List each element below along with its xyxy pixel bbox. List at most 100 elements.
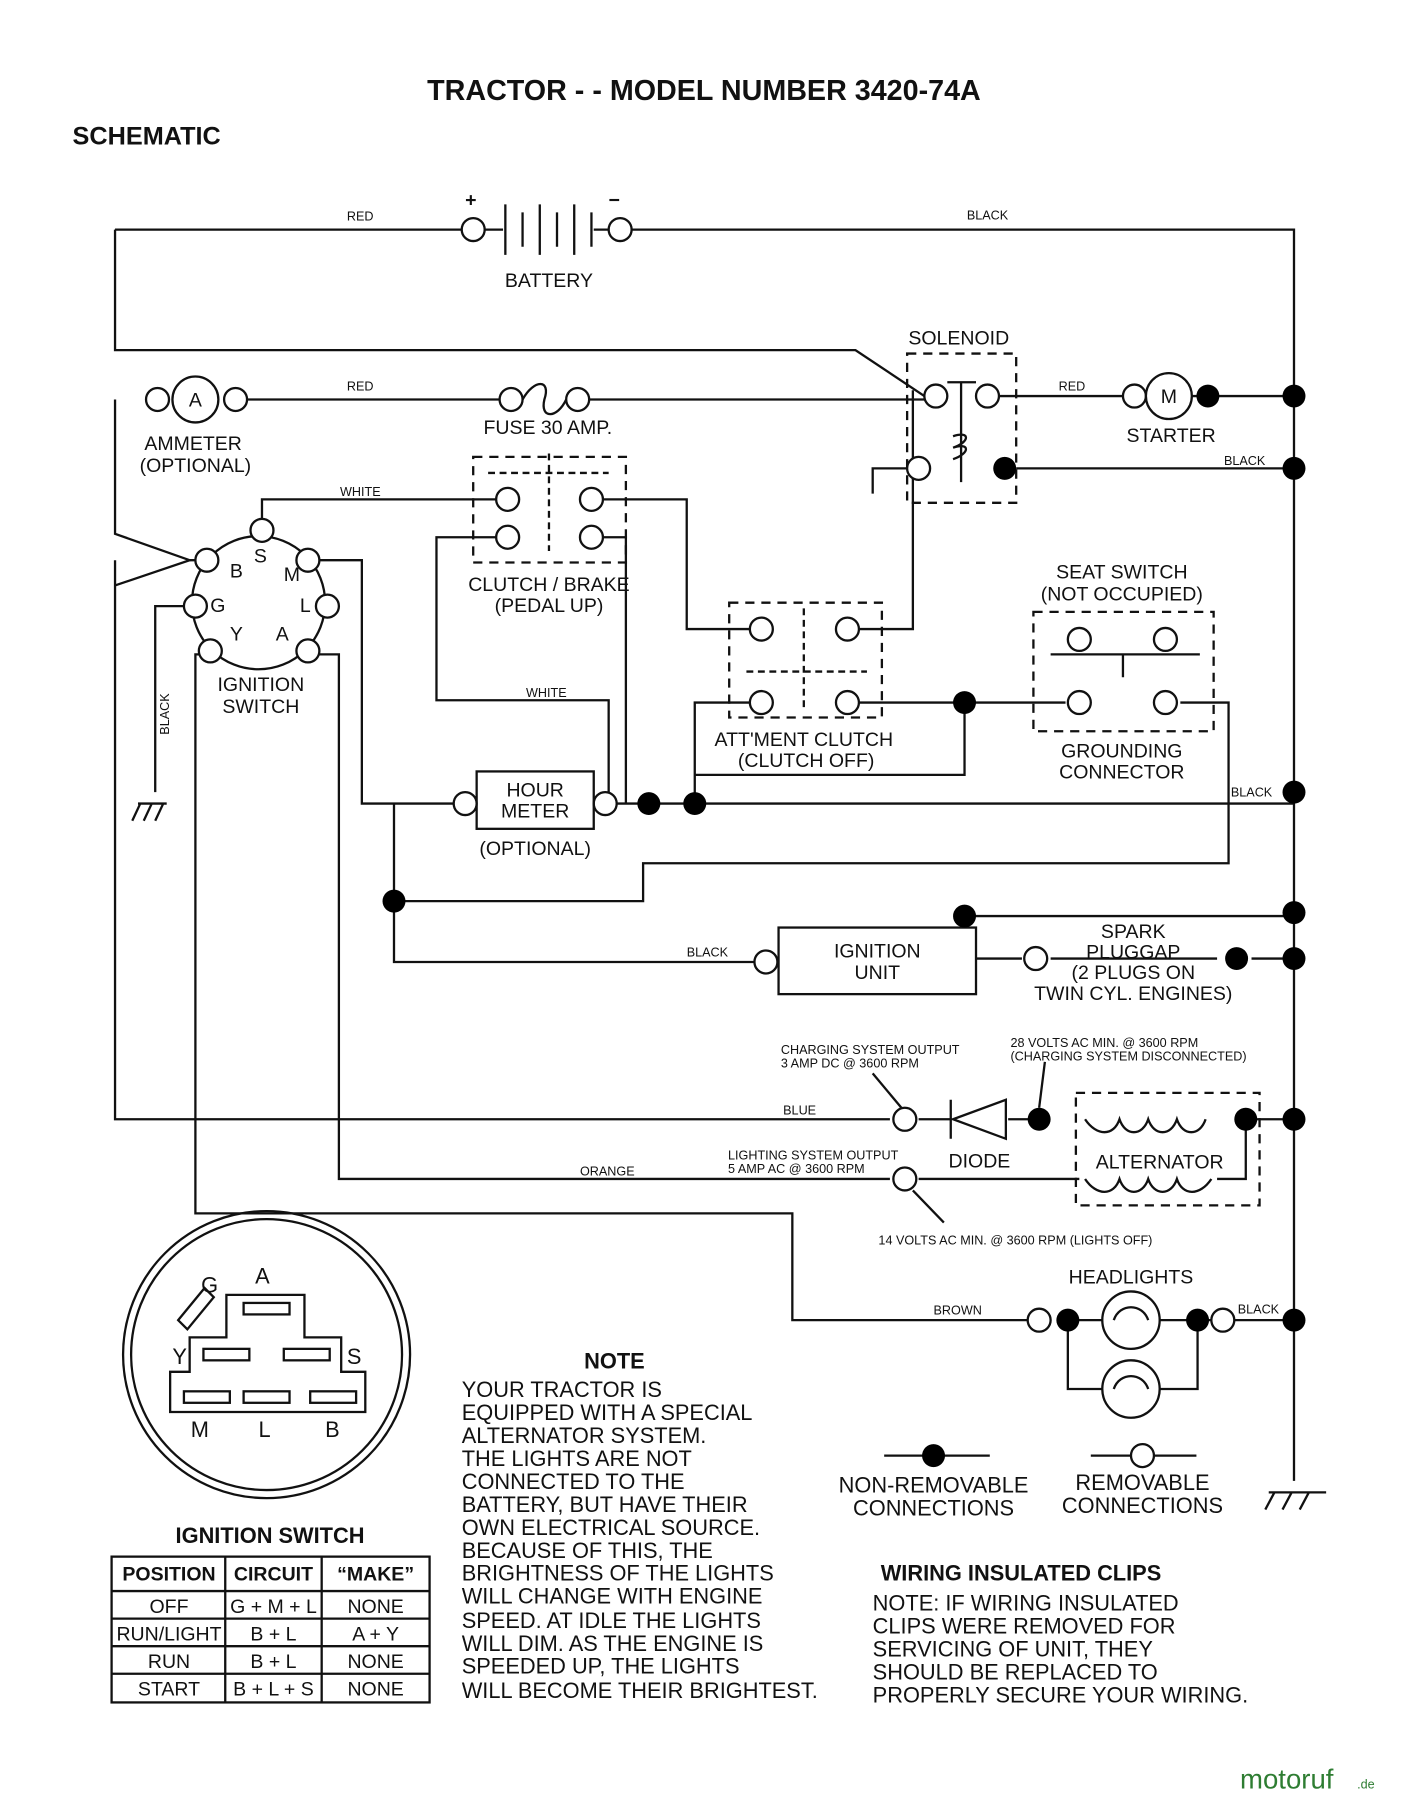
label-text: BATTERY, BUT HAVE THEIR	[462, 1492, 748, 1517]
label-text: STARTER	[1127, 425, 1216, 447]
label-text: TWIN CYL. ENGINES)	[1034, 983, 1232, 1005]
label-text: (PEDAL UP)	[495, 595, 604, 617]
clutch-brake-switch: CLUTCH / BRAKE (PEDAL UP)	[468, 453, 630, 617]
wire-label: BROWN	[934, 1303, 982, 1317]
note-block: NOTE YOUR TRACTOR IS EQUIPPED WITH A SPE…	[462, 1348, 818, 1702]
hour-meter: HOUR METER (OPTIONAL)	[452, 770, 618, 860]
label-text: M	[284, 564, 300, 586]
label-text: WILL BECOME THEIR BRIGHTEST.	[462, 1678, 818, 1703]
label-text: 14 VOLTS AC MIN. @ 3600 RPM (LIGHTS OFF)	[878, 1233, 1152, 1247]
label-text: FUSE 30 AMP.	[484, 417, 613, 439]
label-text: IGNITION	[217, 674, 304, 696]
table-cell: RUN/LIGHT	[116, 1623, 221, 1645]
label-text: (CHARGING SYSTEM DISCONNECTED)	[1010, 1050, 1246, 1064]
wire-label: BLACK	[1238, 1302, 1280, 1316]
label-text: (NOT OCCUPIED)	[1041, 583, 1203, 605]
watermark-logo: motoruf .de	[1240, 1764, 1375, 1795]
label-text: SERVICING OF UNIT, THEY	[873, 1637, 1154, 1662]
wire-label: RED	[347, 209, 374, 223]
label-text: (OPTIONAL)	[140, 455, 252, 477]
label-text: POSITION	[122, 1564, 215, 1586]
label-text: BRIGHTNESS OF THE LIGHTS	[462, 1561, 774, 1586]
label-text: motoruf	[1240, 1764, 1334, 1795]
label-text: SHOULD BE REPLACED TO	[873, 1659, 1158, 1684]
label-text: IGNITION	[834, 940, 921, 962]
label-text: METER	[501, 800, 569, 822]
label-text: A	[276, 624, 289, 646]
label-text: WILL CHANGE WITH ENGINE	[462, 1584, 763, 1609]
label-text: OWN ELECTRICAL SOURCE.	[462, 1515, 760, 1540]
table-cell: START	[138, 1679, 200, 1701]
label-text: GROUNDING	[1061, 741, 1182, 763]
label-text: WIRING INSULATED CLIPS	[881, 1561, 1162, 1586]
label-text: WILL DIM. AS THE ENGINE IS	[462, 1631, 764, 1656]
label-text: ALTERNATOR	[1096, 1152, 1224, 1174]
label-text: DIODE	[949, 1150, 1011, 1172]
spark-plug: SPARK PLUGGAP (2 PLUGS ON TWIN CYL. ENGI…	[1023, 921, 1249, 1005]
label-text: PROPERLY SECURE YOUR WIRING.	[873, 1682, 1248, 1707]
ignition-unit: IGNITION UNIT	[753, 926, 978, 996]
label-text: 3 AMP DC @ 3600 RPM	[781, 1057, 919, 1071]
wire-label: BLACK	[1231, 786, 1273, 800]
table-cell: B + L + S	[233, 1679, 314, 1701]
label-text: L	[259, 1417, 271, 1442]
label-text: YOUR TRACTOR IS	[462, 1377, 662, 1402]
page-title: TRACTOR - - MODEL NUMBER 3420-74A	[427, 75, 981, 107]
label-text: EQUIPPED WITH A SPECIAL	[462, 1400, 753, 1425]
label-text: AMMETER	[144, 433, 242, 455]
table-cell: OFF	[149, 1596, 188, 1618]
table-cell: A + Y	[352, 1623, 399, 1645]
label-text: M	[191, 1417, 209, 1442]
table-cell: B + L	[250, 1623, 296, 1645]
label-text: G	[201, 1273, 218, 1298]
label-text: CIRCUIT	[234, 1564, 313, 1586]
attachment-clutch-switch: ATT'MENT CLUTCH (CLUTCH OFF)	[715, 601, 893, 772]
label-text: NOTE	[584, 1348, 645, 1373]
label-text: BATTERY	[505, 270, 593, 292]
label-text: THE LIGHTS ARE NOT	[462, 1446, 692, 1471]
label-text: CLIPS WERE REMOVED FOR	[873, 1614, 1176, 1639]
battery: + − BATTERY	[460, 190, 633, 292]
wire-label: BLACK	[967, 208, 1009, 222]
label-text: (CLUTCH OFF)	[738, 750, 874, 772]
label-text: ALTERNATOR SYSTEM.	[462, 1423, 707, 1448]
label-text: LIGHTING SYSTEM OUTPUT	[728, 1148, 899, 1162]
schematic-heading: SCHEMATIC	[73, 123, 221, 151]
label-text: HEADLIGHTS	[1069, 1266, 1194, 1288]
label-text: CONNECTOR	[1059, 761, 1184, 783]
table-cell: NONE	[347, 1651, 403, 1673]
wire-labels: RED BLACK RED RED BLACK WHITE WHITE BLAC…	[158, 208, 1280, 1317]
label-text: BECAUSE OF THIS, THE	[462, 1538, 713, 1563]
ignition-switch-table: IGNITION SWITCH POSITION CIRCUIT “MAKE” …	[110, 1523, 431, 1704]
label-text: B	[325, 1417, 340, 1442]
headlights: HEADLIGHTS	[1026, 1266, 1236, 1419]
wire-label: BLACK	[1224, 454, 1266, 468]
wire-label: WHITE	[340, 485, 381, 499]
label-text: Y	[172, 1344, 187, 1369]
table-cell: NONE	[347, 1679, 403, 1701]
label-text: G	[210, 595, 225, 617]
label-text: 5 AMP AC @ 3600 RPM	[728, 1162, 865, 1176]
label-text: (2 PLUGS ON	[1072, 962, 1196, 984]
label-text: .de	[1357, 1778, 1375, 1792]
label-text: “MAKE”	[337, 1564, 414, 1586]
wiring-clips-note: WIRING INSULATED CLIPS NOTE: IF WIRING I…	[873, 1561, 1248, 1708]
label-text: IGNITION SWITCH	[176, 1523, 365, 1548]
label-text: REMOVABLE	[1075, 1470, 1209, 1495]
label-text: S	[347, 1344, 362, 1369]
ignition-switch: B S M G L Y A IGNITION SWITCH	[182, 517, 341, 718]
label-text: NOTE: IF WIRING INSULATED	[873, 1591, 1179, 1616]
label-text: UNIT	[855, 962, 901, 984]
label-text: CONNECTIONS	[1062, 1493, 1223, 1518]
legend: NON-REMOVABLE CONNECTIONS REMOVABLE CONN…	[839, 1442, 1223, 1520]
label-text: SPEEDED UP, THE LIGHTS	[462, 1654, 740, 1679]
table-cell: B + L	[250, 1651, 296, 1673]
wire-label: BLUE	[783, 1104, 816, 1118]
label-text: CONNECTED TO THE	[462, 1469, 685, 1494]
label-text: (OPTIONAL)	[479, 838, 591, 860]
table-cell: RUN	[148, 1651, 190, 1673]
label-text: SPEED. AT IDLE THE LIGHTS	[462, 1608, 761, 1633]
label-text: Y	[230, 624, 243, 646]
label-text: SEAT SWITCH	[1056, 562, 1187, 584]
